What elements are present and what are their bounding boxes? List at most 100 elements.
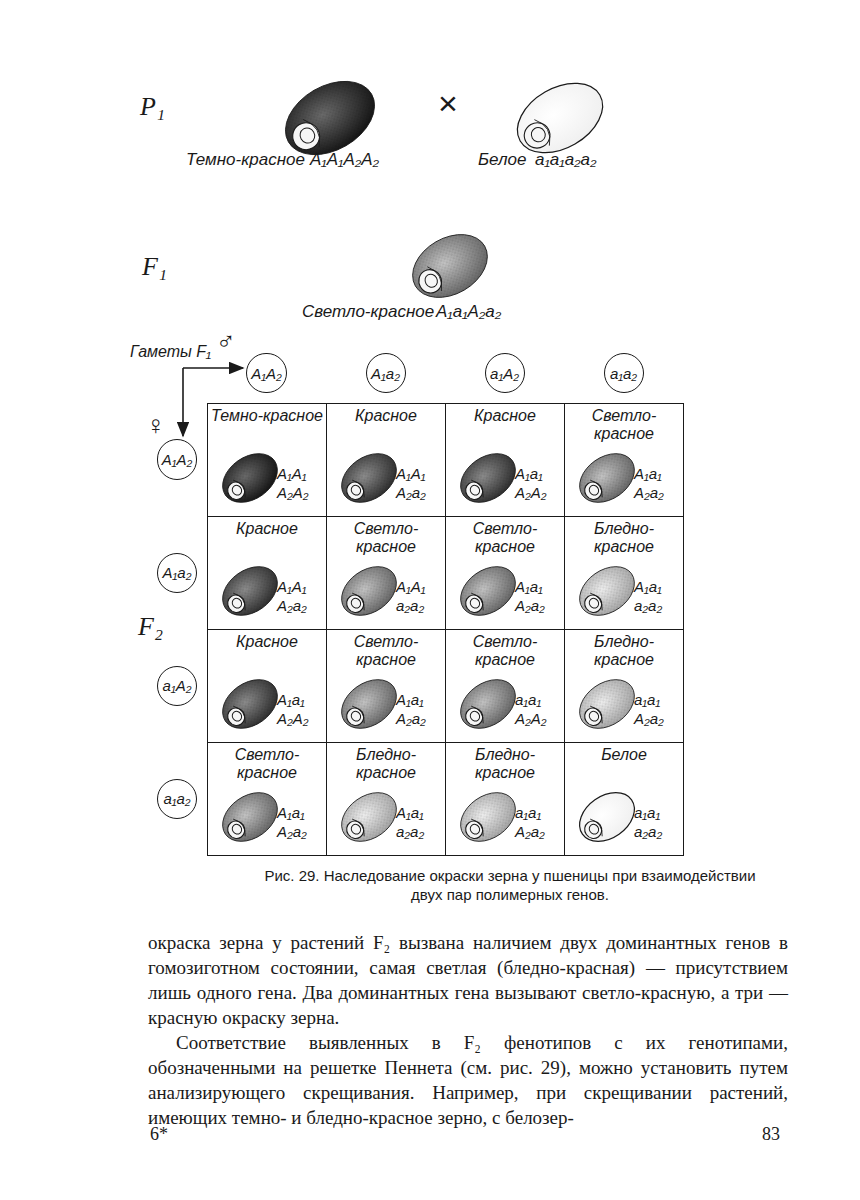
- genotype: A₁a₁ A₂A₂: [277, 690, 323, 728]
- seed-germ-inner: [423, 272, 440, 290]
- punnett-cell: КрасноеA₁A₁ A₂a₂: [326, 403, 446, 517]
- phenotype-name: Бледно-красное: [568, 520, 680, 556]
- phenotype-name: Светло-красное: [330, 520, 442, 556]
- phenotype-name: Темно-красное: [211, 407, 323, 425]
- genotype: a₁a₁ A₂A₂: [515, 690, 561, 728]
- gamete-circle: a₁A₂: [157, 666, 197, 706]
- paragraph: Соответствие выявленных в F₂ фенотипов с…: [148, 1030, 788, 1130]
- wheat-seed: [213, 670, 286, 739]
- seed-groove: [352, 591, 367, 611]
- genotype: A₁a₁ A₂a₂: [396, 690, 442, 728]
- seed-body: [570, 444, 643, 513]
- gamete-genotype: a₁A₂: [490, 365, 519, 382]
- female-arrow: [182, 368, 184, 436]
- gamete-genotype: a₁a₂: [610, 365, 637, 382]
- phenotype-name: Светло-красное: [449, 633, 561, 669]
- genotype: A₁a₁ A₂A₂: [515, 464, 561, 502]
- punnett-cell: Светло-красноеA₁a₁ A₂a₂: [564, 403, 684, 517]
- seed-body: [570, 783, 643, 852]
- punnett-cell: Светло-красноеA₁A₁ a₂a₂: [326, 516, 446, 630]
- seed-body: [332, 670, 405, 739]
- seed-stipple: [213, 783, 286, 852]
- figure-label: F₂: [138, 612, 163, 642]
- seed-groove: [233, 817, 248, 837]
- seed-stipple: [451, 670, 524, 739]
- punnett-cell: Светло-красноеA₁a₁ A₂a₂: [326, 629, 446, 743]
- seed-stipple: [332, 783, 405, 852]
- figure-label: ×: [438, 84, 458, 123]
- punnett-cell: КрасноеA₁a₁ A₂A₂: [445, 403, 565, 517]
- figure-label: ♀: [146, 410, 166, 441]
- figure-label: A₁A₁A₂A₂: [310, 150, 379, 170]
- punnett-cell: Бледно-красноеA₁a₁ a₂a₂: [564, 516, 684, 630]
- gamete-circle: a₁a₂: [157, 779, 197, 819]
- seed-groove: [590, 704, 605, 724]
- wheat-seed: [570, 783, 643, 852]
- seed-groove: [590, 817, 605, 837]
- seed-groove: [352, 817, 367, 837]
- gamete-genotype: a₁A₂: [163, 677, 192, 694]
- seed-groove: [471, 704, 486, 724]
- genotype: a₁a₁ a₂a₂: [634, 803, 680, 841]
- punnett-cell: Светло-красноеA₁a₁ A₂a₂: [207, 742, 327, 856]
- seed-germ-inner: [529, 125, 548, 144]
- seed-groove: [233, 478, 248, 498]
- figure-label: Белое: [478, 150, 526, 170]
- seed-stipple: [213, 444, 286, 513]
- seed-body: [213, 783, 286, 852]
- genotype: A₁a₁ A₂a₂: [634, 464, 680, 502]
- seed-body: [332, 444, 405, 513]
- seed-body: [213, 444, 286, 513]
- seed-groove: [233, 591, 248, 611]
- figure-label: Темно-красное: [186, 150, 305, 170]
- page-number: 6*: [150, 1124, 168, 1145]
- punnett-cell: Бледно-красное a₁a₁ A₂a₂: [445, 742, 565, 856]
- genotype: a₁a₁ A₂a₂: [515, 803, 561, 841]
- phenotype-name: Светло-красное: [449, 520, 561, 556]
- figure-label: Светло-красное: [302, 302, 434, 322]
- gamete-circle: A₁A₂: [157, 439, 197, 479]
- wheat-seed: [570, 557, 643, 626]
- seed-body: [570, 557, 643, 626]
- seed-stipple: [570, 557, 643, 626]
- seed-body: [332, 557, 405, 626]
- wheat-seed: [451, 557, 524, 626]
- seed-germ-inner: [297, 125, 317, 146]
- phenotype-name: Светло-красное: [568, 407, 680, 443]
- wheat-seed: [451, 444, 524, 513]
- figure-label: Гаметы F₁: [130, 343, 211, 361]
- punnett-cell: Светло-красноеA₁a₁ A₂a₂: [445, 516, 565, 630]
- genotype: A₁a₁ A₂a₂: [277, 803, 323, 841]
- gamete-genotype: A₁A₂: [251, 365, 281, 382]
- phenotype-name: Красное: [330, 407, 442, 425]
- seed-groove: [471, 591, 486, 611]
- phenotype-name: Белое: [568, 746, 680, 764]
- phenotype-name: Красное: [211, 633, 323, 651]
- seed-stipple: [332, 444, 405, 513]
- phenotype-name: Красное: [211, 520, 323, 538]
- phenotype-name: Бледно-красное: [568, 633, 680, 669]
- genotype: A₁A₁ a₂a₂: [396, 577, 442, 615]
- seed-stipple: [213, 557, 286, 626]
- phenotype-name: Бледно-красное: [449, 746, 561, 782]
- genotype: A₁A₁ A₂a₂: [396, 464, 442, 502]
- wheat-seed: [332, 783, 405, 852]
- seed-body: [451, 783, 524, 852]
- seed-body: [570, 670, 643, 739]
- phenotype-name: Светло-красное: [211, 746, 323, 782]
- seed-stipple: [332, 670, 405, 739]
- wheat-seed: [401, 222, 498, 310]
- seed-body: [332, 783, 405, 852]
- seed-groove: [352, 478, 367, 498]
- gamete-circle: A₁A₂: [246, 353, 286, 393]
- figure-label: F₁: [142, 252, 167, 282]
- gamete-circle: A₁a₂: [157, 553, 197, 593]
- phenotype-name: Светло-красное: [330, 633, 442, 669]
- seed-groove: [352, 704, 367, 724]
- seed-body: [451, 557, 524, 626]
- seed-stipple: [213, 670, 286, 739]
- wheat-seed: [570, 670, 643, 739]
- genotype: a₁a₁ A₂a₂: [634, 690, 680, 728]
- genotype: A₁a₁ a₂a₂: [634, 577, 680, 615]
- seed-body: [451, 670, 524, 739]
